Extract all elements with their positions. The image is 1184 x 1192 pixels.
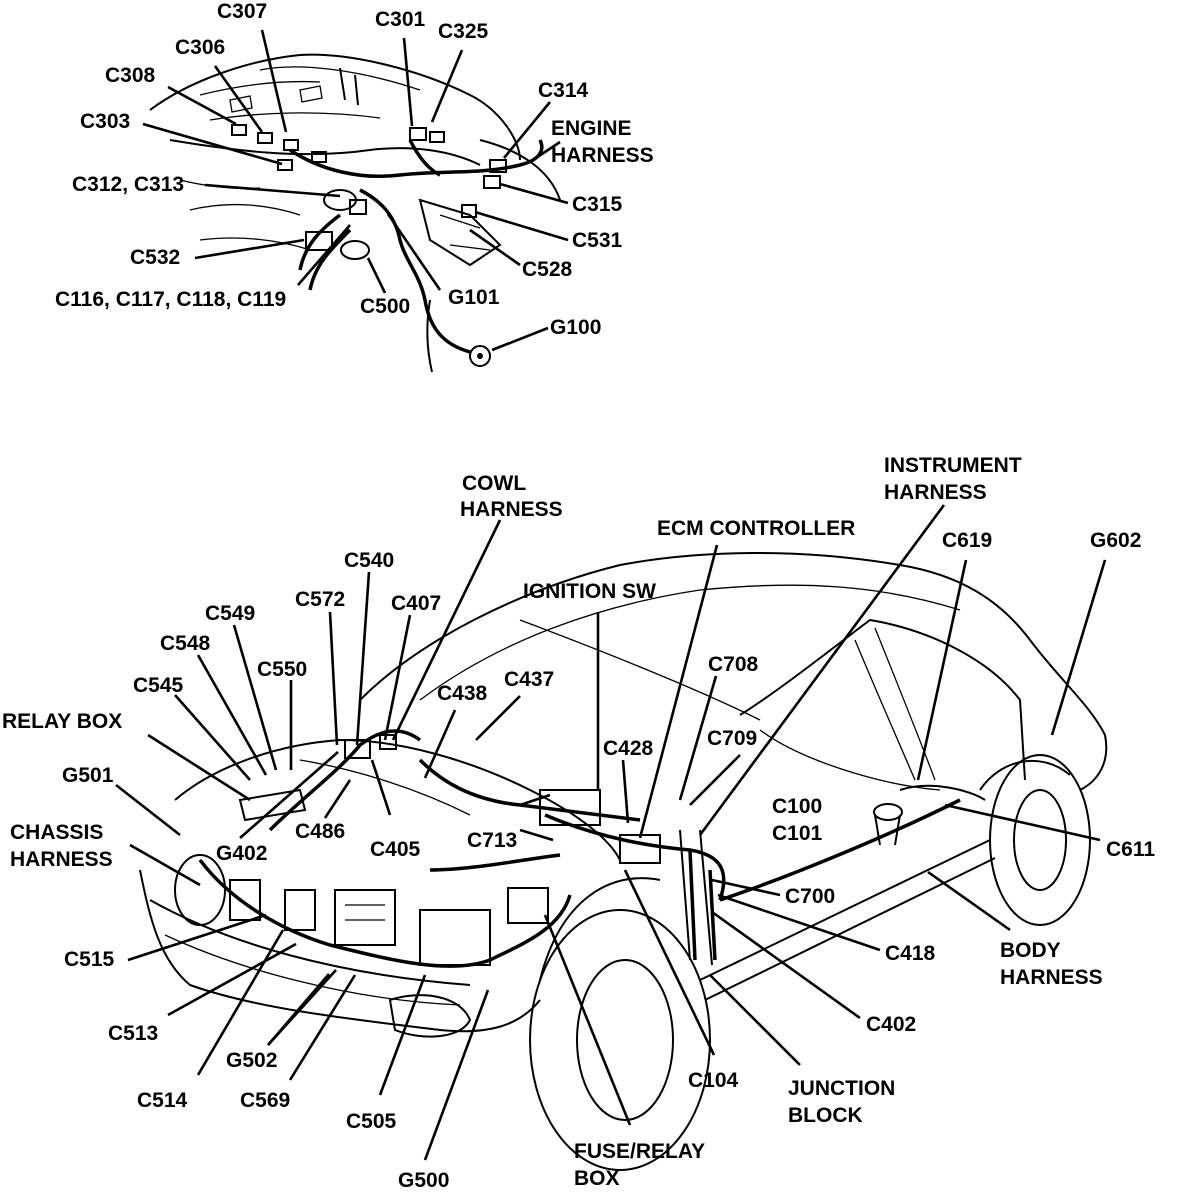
label-c709: C709 xyxy=(707,727,757,750)
label-junction-block-line1: JUNCTION xyxy=(788,1077,895,1100)
label-c301: C301 xyxy=(375,8,426,31)
vehicle-illustration xyxy=(139,551,1108,1171)
label-c572: C572 xyxy=(295,588,345,611)
label-c428: C428 xyxy=(603,737,654,760)
label-c545: C545 xyxy=(133,674,184,697)
label-c549: C549 xyxy=(205,602,255,625)
label-g100: G100 xyxy=(550,316,601,339)
label-c550: C550 xyxy=(257,658,307,681)
engine-inset-leader-lines xyxy=(142,29,569,352)
label-c528: C528 xyxy=(522,258,573,281)
label-engine-harness-line2: HARNESS xyxy=(551,144,654,167)
label-c514: C514 xyxy=(137,1089,188,1112)
label-c619: C619 xyxy=(942,529,992,552)
label-g502: G502 xyxy=(226,1049,277,1072)
vehicle-labels: INSTRUMENT HARNESS COWL HARNESS ECM CONT… xyxy=(2,454,1155,1192)
label-c515: C515 xyxy=(64,948,115,971)
label-c708: C708 xyxy=(708,653,759,676)
label-c713: C713 xyxy=(467,829,517,852)
label-instrument-harness-line2: HARNESS xyxy=(884,481,987,504)
engine-compartment-inset: C307 C301 C325 C306 C308 C314 ENGINE HAR… xyxy=(55,0,654,373)
label-g101: G101 xyxy=(448,286,500,309)
label-ecm-controller: ECM CONTROLLER xyxy=(657,517,855,540)
label-c513: C513 xyxy=(108,1022,158,1045)
label-body-harness-line2: HARNESS xyxy=(1000,966,1103,989)
label-c100: C100 xyxy=(772,795,822,818)
label-relay-box: RELAY BOX xyxy=(2,710,122,733)
label-g500: G500 xyxy=(398,1169,449,1192)
label-chassis-harness-line2: HARNESS xyxy=(10,848,113,871)
label-c548: C548 xyxy=(160,632,211,655)
label-c402: C402 xyxy=(866,1013,916,1036)
label-ignition-sw: IGNITION SW xyxy=(523,580,656,603)
label-c315: C315 xyxy=(572,193,623,216)
label-c540: C540 xyxy=(344,549,394,572)
label-c306: C306 xyxy=(175,36,225,59)
label-chassis-harness-line1: CHASSIS xyxy=(10,821,103,844)
label-c438: C438 xyxy=(437,682,488,705)
label-engine-harness-line1: ENGINE xyxy=(551,117,632,140)
label-c325: C325 xyxy=(438,20,489,43)
label-c104: C104 xyxy=(688,1069,739,1092)
label-c405: C405 xyxy=(370,838,421,861)
vehicle-main-view: INSTRUMENT HARNESS COWL HARNESS ECM CONT… xyxy=(2,454,1155,1192)
label-c531: C531 xyxy=(572,229,623,252)
label-c532: C532 xyxy=(130,246,180,269)
label-c437: C437 xyxy=(504,668,554,691)
label-c486: C486 xyxy=(295,820,345,843)
label-instrument-harness-line1: INSTRUMENT xyxy=(884,454,1022,477)
label-c418: C418 xyxy=(885,942,936,965)
label-c314: C314 xyxy=(538,79,589,102)
label-c500: C500 xyxy=(360,295,410,318)
label-c505: C505 xyxy=(346,1110,397,1133)
label-c700: C700 xyxy=(785,885,835,908)
label-g501: G501 xyxy=(62,764,114,787)
label-c307: C307 xyxy=(217,0,267,23)
label-fuse-relay-box-line2: BOX xyxy=(574,1167,620,1190)
engine-inset-labels: C307 C301 C325 C306 C308 C314 ENGINE HAR… xyxy=(55,0,654,339)
engine-illustration xyxy=(149,53,561,373)
label-g402: G402 xyxy=(216,842,267,865)
label-c303: C303 xyxy=(80,110,130,133)
label-c407: C407 xyxy=(391,592,441,615)
vehicle-leader-lines xyxy=(115,504,1107,1161)
label-c569: C569 xyxy=(240,1089,290,1112)
label-junction-block-line2: BLOCK xyxy=(788,1104,863,1127)
label-c312-c313: C312, C313 xyxy=(72,173,184,196)
label-body-harness-line1: BODY xyxy=(1000,939,1061,962)
label-g602: G602 xyxy=(1090,529,1141,552)
label-c308: C308 xyxy=(105,64,156,87)
label-cowl-harness-line1: COWL xyxy=(462,472,526,495)
label-cowl-harness-line2: HARNESS xyxy=(460,498,563,521)
label-fuse-relay-box-line1: FUSE/RELAY xyxy=(574,1140,705,1163)
label-c611: C611 xyxy=(1106,838,1155,861)
label-c116-c119: C116, C117, C118, C119 xyxy=(55,288,286,311)
label-c101: C101 xyxy=(772,822,823,845)
